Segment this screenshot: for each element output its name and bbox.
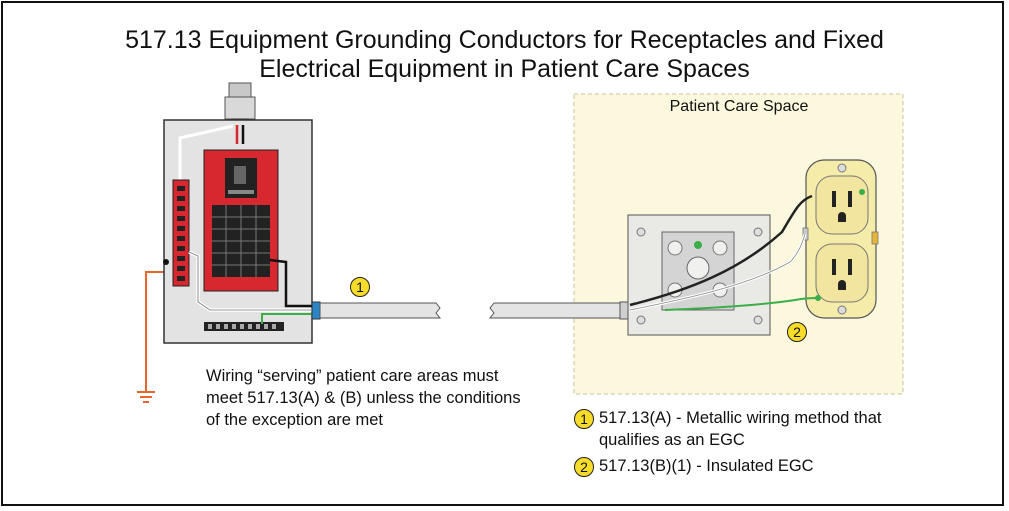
service-conduit: [224, 82, 256, 126]
grounding-electrode-conductor: [137, 262, 167, 403]
outlet-box: [627, 214, 771, 336]
branch-conductors: [629, 194, 813, 312]
legend-badge-1: 1: [574, 409, 594, 429]
title-line-1: 517.13 Equipment Grounding Conductors fo…: [125, 26, 884, 54]
duplex-receptacle: [802, 159, 879, 319]
callout-1: 1: [350, 277, 370, 297]
callout-2: 2: [787, 322, 807, 342]
note-line-3: of the exception are met: [206, 411, 384, 429]
panelboard: [163, 119, 316, 344]
metallic-raceway: [311, 301, 631, 320]
legend-item-2-line-1: 517.13(B)(1) - Insulated EGC: [599, 457, 814, 475]
title-line-2: Electrical Equipment in Patient Care Spa…: [259, 55, 750, 83]
insulated-egc-wire: [664, 295, 821, 311]
patient-care-space-label: Patient Care Space: [669, 98, 809, 115]
note-line-1: Wiring “serving” patient care areas must: [206, 367, 499, 385]
legend-badge-2: 2: [574, 457, 594, 477]
legend-item-1-line-1: 517.13(A) - Metallic wiring method that: [599, 409, 882, 427]
legend-item-1-line-2: qualifies as an EGC: [599, 431, 745, 449]
note-line-2: meet 517.13(A) & (B) unless the conditio…: [206, 389, 521, 407]
